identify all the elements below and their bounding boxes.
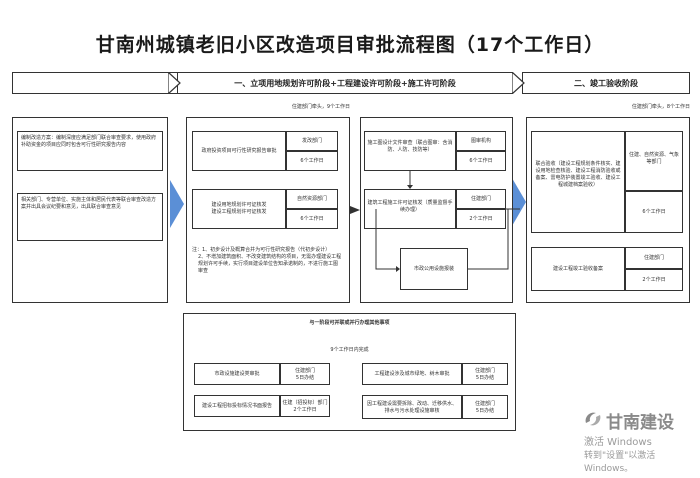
prepare-plan-box: 编制改造方案：编制深度应满足部门联合审查要求，使用政府补助资金的项目应同时包含可… bbox=[17, 131, 163, 171]
col3-item2-label-box: 建设工程竣工验收备案 bbox=[531, 247, 625, 291]
bottom-item1-dept: 住建部门 bbox=[294, 368, 315, 374]
col1-item1-dept: 发改部门 bbox=[301, 138, 322, 144]
bottom-item2-dept: 住建部门 bbox=[474, 368, 495, 374]
col3-item1-days-box: 6个工作日 bbox=[625, 191, 683, 233]
phase-arrow-1 bbox=[168, 72, 181, 94]
col2-item2-label-box: 建筑工程施工许可证核发（质量监督手续办理） bbox=[364, 189, 456, 229]
col3-item1-label: 联合验收（建设工程规划条件核实、建设用地检查核验、建设工程消防验收或备案、雷电防… bbox=[535, 161, 621, 188]
col1-item2-days: 6个工作日 bbox=[300, 216, 324, 222]
bottom-item3-dept-box: 住建（招投标）部门 2个工作日 bbox=[280, 395, 330, 417]
col3-item2-days-box: 2个工作日 bbox=[625, 269, 683, 291]
col1-item2-label-box: 建设用地规划许可证核发 建设工程规划许可证核发 bbox=[192, 189, 286, 229]
bottom-item1-label: 市政设施建设类审批 bbox=[214, 371, 260, 377]
col2-item1-dept: 图审机构 bbox=[470, 138, 491, 144]
bottom-days-wrap: 9个工作日内完成 bbox=[183, 347, 516, 354]
col2-item1-dept-box: 图审机构 bbox=[456, 131, 506, 151]
col2-item3-label: 市政公用设施报装 bbox=[413, 266, 454, 272]
col3-item2-dept-box: 住建部门 bbox=[625, 247, 683, 269]
col1-item1-days: 6个工作日 bbox=[300, 158, 324, 164]
bottom-item1-dept-box: 住建部门 5日办结 bbox=[280, 363, 330, 385]
flow-arrow-2 bbox=[512, 178, 526, 226]
col1-note1: 注：1、初步设计及概算合并为可行性研究报告（代初步设计） bbox=[192, 247, 331, 253]
col2-item3-box: 市政公用设施报装 bbox=[400, 248, 468, 290]
joint-review-box: 相关部门、专营单位、实施主体和居民代表等联合审查改造方案并出具会议纪要和意见，出… bbox=[17, 193, 163, 241]
col2-item1-label-box: 施工图设计文件审查（联合图审：含消防、人防、技防等） bbox=[364, 131, 456, 171]
bottom-item1-days: 5日办结 bbox=[295, 375, 315, 381]
flow-arrow-1 bbox=[170, 180, 184, 228]
col2-connectors bbox=[375, 171, 520, 272]
col1-header-wrap: 住建部门牵头，9个工作日 bbox=[190, 104, 350, 111]
bottom-item1-label-box: 市政设施建设类审批 bbox=[194, 363, 280, 385]
phase2-header: 二、竣工验收阶段 bbox=[522, 72, 690, 94]
bottom-item4-dept-box: 住建部门 5日办结 bbox=[462, 395, 508, 419]
phase2-label: 二、竣工验收阶段 bbox=[574, 79, 638, 88]
col3-item2-days: 2个工作日 bbox=[642, 277, 666, 283]
col2-item1-days: 6个工作日 bbox=[469, 158, 493, 164]
bottom-item3-label: 建设工程招标投标情况书面报告 bbox=[201, 403, 272, 409]
col2-item1-days-box: 6个工作日 bbox=[456, 151, 506, 171]
phase-arrow-2 bbox=[512, 72, 525, 94]
col1-item2-days-box: 6个工作日 bbox=[286, 209, 338, 229]
bottom-item4-label-box: 因工程建设需要拆除、改动、迁移供水、排水与污水处理设施审核 bbox=[362, 395, 462, 419]
col1-item2-dept-box: 自然资源部门 bbox=[286, 189, 338, 209]
col2-item1-label: 施工图设计文件审查（联合图审：含消防、人防、技防等） bbox=[367, 140, 453, 153]
brand-logo-icon bbox=[585, 412, 601, 426]
col3-item2-dept: 住建部门 bbox=[643, 255, 664, 261]
bottom-item2-label: 工程建设涉及城市绿地、树木审批 bbox=[374, 371, 450, 377]
bottom-header: 与一阶段可并联或并行办理其他事项 bbox=[309, 320, 390, 326]
bottom-item3-days: 2个工作日 bbox=[293, 407, 317, 413]
bottom-item4-label: 因工程建设需要拆除、改动、迁移供水、排水与污水处理设施审核 bbox=[366, 401, 457, 414]
bottom-item4-days: 5日办结 bbox=[475, 408, 495, 414]
col2-item2-label: 建筑工程施工许可证核发（质量监督手续办理） bbox=[367, 200, 453, 213]
phase1-label: 一、立项用地规划许可阶段+工程建设许可阶段+施工许可阶段 bbox=[234, 79, 456, 88]
phase1-left-spacer bbox=[12, 72, 177, 94]
col2-item2-days: 2个工作日 bbox=[469, 216, 493, 222]
col3-item1-label-box: 联合验收（建设工程规划条件核实、建设用地检查核验、建设工程消防验收或备案、雷电防… bbox=[531, 131, 625, 233]
bottom-item2-label-box: 工程建设涉及城市绿地、树木审批 bbox=[362, 363, 462, 385]
bottom-item2-days: 5日办结 bbox=[475, 375, 495, 381]
col1-item1-label-box: 政府投资项目可行性研究报告审批 bbox=[192, 131, 286, 171]
bottom-item3-label-box: 建设工程招标投标情况书面报告 bbox=[194, 395, 280, 417]
col1-item2-label1: 建设用地规划许可证核发 bbox=[211, 202, 267, 208]
col2-item2-dept-box: 住建部门 bbox=[456, 189, 506, 209]
col1-item2-label2: 建设工程规划许可证核发 bbox=[211, 209, 267, 215]
page-title: 甘南州城镇老旧小区改造项目审批流程图（17个工作日） bbox=[95, 34, 605, 56]
col3-item1-days: 6个工作日 bbox=[642, 209, 666, 215]
col1-header: 住建部门牵头，9个工作日 bbox=[291, 104, 350, 110]
col3-item1-dept: 住建、自然资源、气象等部门 bbox=[628, 152, 679, 165]
bottom-item2-dept-box: 住建部门 5日办结 bbox=[462, 363, 508, 385]
phase1-header: 一、立项用地规划许可阶段+工程建设许可阶段+施工许可阶段 bbox=[177, 72, 513, 94]
bottom-item3-dept: 住建（招投标）部门 bbox=[282, 400, 328, 406]
bottom-days-note: 9个工作日内完成 bbox=[330, 347, 369, 353]
col3-header: 住建部门牵头，8个工作日 bbox=[631, 104, 690, 110]
joint-review-text: 相关部门、专营单位、实施主体和居民代表等联合审查改造方案并出具会议纪要和意见，出… bbox=[21, 197, 157, 210]
col-connector-arrow bbox=[350, 206, 360, 214]
col1-item1-days-box: 6个工作日 bbox=[286, 151, 338, 171]
col1-item1-label: 政府投资项目可行性研究报告审批 bbox=[201, 148, 277, 154]
col1-notes: 注：1、初步设计及概算合并为可行性研究报告（代初步设计） 2、不增加建筑面积、不… bbox=[192, 247, 342, 275]
bottom-item4-dept: 住建部门 bbox=[474, 401, 495, 407]
col3-item1-dept-box: 住建、自然资源、气象等部门 bbox=[625, 131, 683, 191]
col1-item1-dept-box: 发改部门 bbox=[286, 131, 338, 151]
col3-item2-label: 建设工程竣工验收备案 bbox=[552, 266, 603, 272]
bottom-header-wrap: 与一阶段可并联或并行办理其他事项 bbox=[183, 320, 516, 327]
prepare-plan-text: 编制改造方案：编制深度应满足部门联合审查要求，使用政府补助资金的项目应同时包含可… bbox=[21, 135, 157, 148]
col1-note2: 2、不增加建筑面积、不改变建筑结构的项目，无需办理建设工程规划许可手续，实行项目… bbox=[198, 254, 342, 274]
col2-item2-days-box: 2个工作日 bbox=[456, 209, 506, 229]
col1-item2-dept: 自然资源部门 bbox=[296, 196, 327, 202]
watermark-brand: 甘南建设 bbox=[606, 413, 674, 433]
col2-item2-dept: 住建部门 bbox=[470, 196, 491, 202]
activation-line2: 转到"设置"以激活 Windows。 bbox=[584, 451, 656, 474]
col3-header-wrap: 住建部门牵头，8个工作日 bbox=[530, 104, 690, 111]
activation-line1: 激活 Windows bbox=[584, 437, 652, 448]
